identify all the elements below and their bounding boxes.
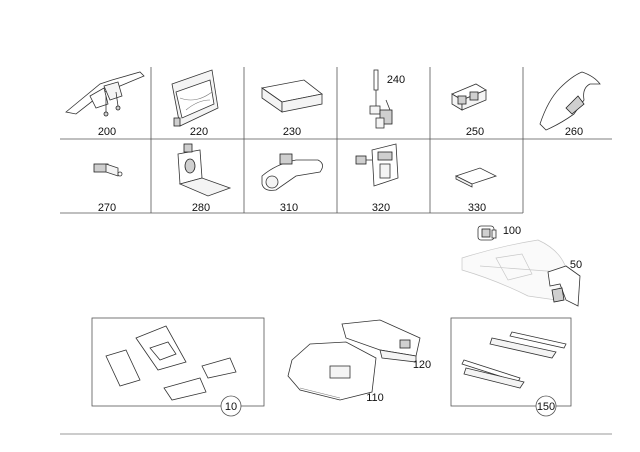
part-100-cell[interactable]: 100 bbox=[477, 225, 521, 241]
part-270-number: 270 bbox=[98, 202, 116, 214]
part-200-cell[interactable]: 200 bbox=[60, 67, 151, 139]
part-220-cell[interactable]: 220 bbox=[151, 67, 244, 139]
part-240-cell[interactable]: 240 bbox=[337, 67, 430, 139]
part-110-cell[interactable]: 110 bbox=[287, 341, 384, 404]
part-120-number: 120 bbox=[413, 359, 431, 371]
part-50-illustration bbox=[547, 265, 581, 307]
part-330-cell[interactable]: 330 bbox=[430, 139, 523, 214]
part-120-cell[interactable]: 120 bbox=[341, 319, 431, 371]
part-310-number: 310 bbox=[280, 202, 298, 214]
part-240-number: 240 bbox=[387, 74, 405, 86]
part-100-number: 100 bbox=[503, 225, 521, 237]
part-110-number: 110 bbox=[366, 392, 384, 404]
part-250-number: 250 bbox=[466, 126, 484, 138]
part-120-illustration bbox=[341, 319, 421, 363]
ghost-assembly-illustration bbox=[461, 239, 567, 301]
part-320-number: 320 bbox=[372, 202, 390, 214]
part-240-illustration bbox=[369, 69, 393, 129]
parts-grid bbox=[60, 67, 612, 214]
part-150-illustration bbox=[461, 331, 567, 389]
part-310-illustration bbox=[261, 153, 323, 191]
part-230-illustration bbox=[260, 79, 323, 113]
part-320-illustration bbox=[355, 143, 399, 187]
part-250-illustration bbox=[451, 83, 487, 111]
part-260-illustration bbox=[539, 71, 601, 131]
part-330-number: 330 bbox=[468, 202, 486, 214]
part-150-number: 150 bbox=[537, 401, 555, 413]
part-150-cell[interactable]: 150 bbox=[450, 317, 572, 417]
part-270-cell[interactable]: 270 bbox=[60, 139, 151, 214]
part-110-illustration bbox=[287, 341, 377, 401]
part-220-illustration bbox=[171, 69, 219, 127]
part-10-cell[interactable]: 10 bbox=[91, 317, 265, 417]
part-310-cell[interactable]: 310 bbox=[244, 139, 337, 214]
part-250-cell[interactable]: 250 bbox=[430, 67, 523, 139]
part-200-number: 200 bbox=[98, 126, 116, 138]
part-200-illustration bbox=[65, 71, 145, 117]
part-100-illustration bbox=[477, 225, 497, 241]
part-320-cell[interactable]: 320 bbox=[337, 139, 430, 214]
part-280-illustration bbox=[177, 143, 232, 197]
part-260-cell[interactable]: 260 bbox=[523, 67, 612, 139]
part-150-frame bbox=[450, 317, 572, 407]
part-270-illustration bbox=[93, 163, 123, 177]
part-220-number: 220 bbox=[190, 126, 208, 138]
part-330-illustration bbox=[454, 167, 498, 188]
part-150-callout-circle bbox=[535, 395, 557, 417]
part-230-number: 230 bbox=[283, 126, 301, 138]
part-50-cell[interactable]: 50 bbox=[547, 259, 582, 307]
part-50-number: 50 bbox=[570, 259, 582, 271]
part-260-number: 260 bbox=[565, 126, 583, 138]
part-280-number: 280 bbox=[192, 202, 210, 214]
part-280-cell[interactable]: 280 bbox=[151, 139, 244, 214]
part-10-callout-circle bbox=[220, 395, 242, 417]
part-10-number: 10 bbox=[225, 401, 237, 413]
part-230-cell[interactable]: 230 bbox=[244, 67, 337, 139]
part-10-frame bbox=[91, 317, 265, 407]
part-10-illustration bbox=[105, 325, 237, 401]
